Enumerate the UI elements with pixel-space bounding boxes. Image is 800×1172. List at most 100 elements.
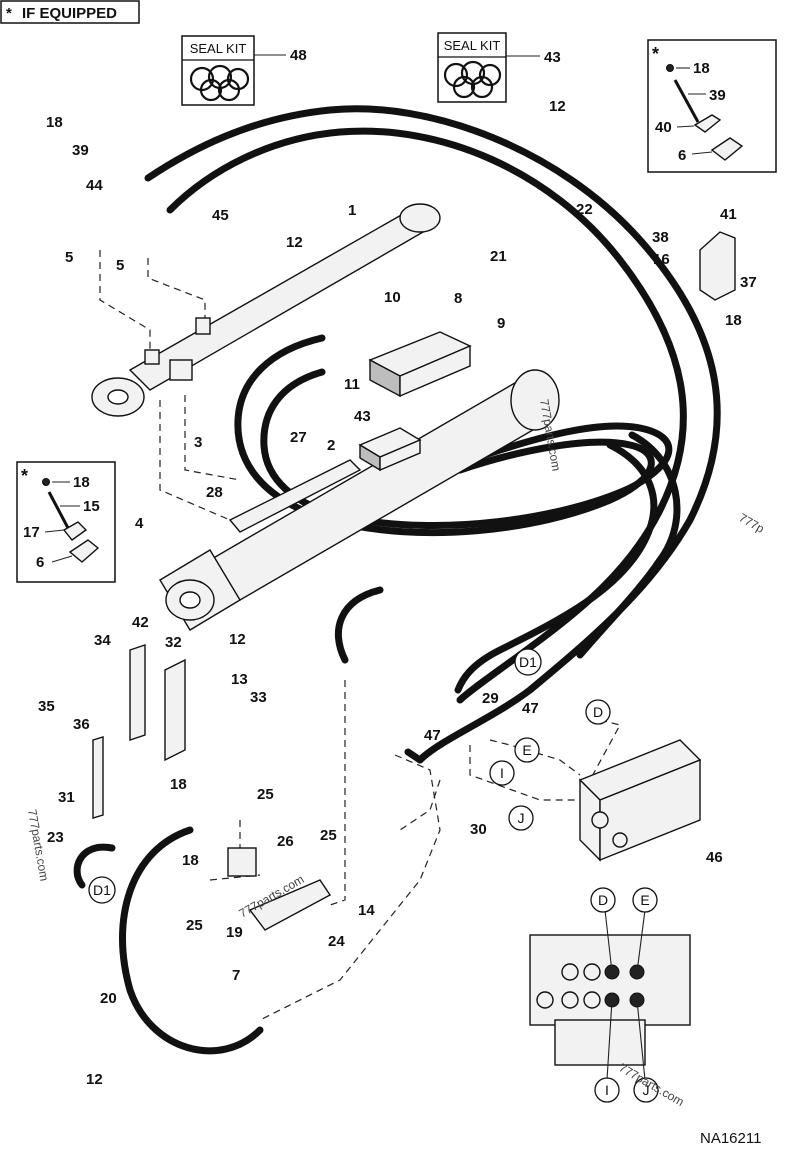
marker-i-top: I <box>500 765 504 781</box>
marker-d-top: D <box>593 704 603 720</box>
header-text: IF EQUIPPED <box>22 5 117 22</box>
block-2 <box>358 427 422 472</box>
inset-right-6: 6 <box>678 147 686 164</box>
inset-right-39: 39 <box>709 87 726 104</box>
callout-19: 19 <box>226 924 243 941</box>
hoses-21-22 <box>144 105 721 764</box>
callout-10: 10 <box>384 289 401 306</box>
callout-11: 11 <box>344 376 360 393</box>
callout-31: 31 <box>58 789 75 806</box>
marker-j-detail: J <box>643 1082 650 1098</box>
callout-27: 27 <box>290 429 307 446</box>
callout-43: 43 <box>354 408 371 425</box>
callout-2: 2 <box>327 437 335 454</box>
seal-kit-48-label: SEAL KIT <box>190 41 247 56</box>
dashed-guides <box>99 250 621 1021</box>
callout-18: 18 <box>46 114 63 131</box>
callout-25c: 25 <box>186 917 203 934</box>
callout-33: 33 <box>250 689 267 706</box>
marker-e-detail: E <box>640 892 649 908</box>
callout-25b: 25 <box>320 827 337 844</box>
marker-d-detail: D <box>598 892 608 908</box>
callout-12d: 12 <box>86 1071 103 1088</box>
inset-left-17: 17 <box>23 524 40 541</box>
marker-d1-bottom: D1 <box>93 882 111 898</box>
marker-j-top: J <box>518 810 525 826</box>
callout-30: 30 <box>470 821 487 838</box>
callout-47: 47 <box>522 700 539 717</box>
callouts: 18 39 44 5 5 45 12 1 22 21 12 10 8 9 11 … <box>38 98 757 1088</box>
callout-48: 48 <box>290 47 307 64</box>
callout-29: 29 <box>482 690 499 707</box>
callout-20: 20 <box>100 990 117 1007</box>
callout-43-sealkit: 43 <box>544 49 561 66</box>
callout-12b: 12 <box>549 98 566 115</box>
watermark-4: 777parts.com <box>617 1060 687 1108</box>
callout-13: 13 <box>231 671 248 688</box>
callout-44: 44 <box>86 177 103 194</box>
inset-left-18: 18 <box>73 474 90 491</box>
inset-right: * 18 39 40 6 <box>647 39 777 173</box>
header-star: * <box>6 5 12 22</box>
hoses-20-23 <box>73 826 264 1055</box>
hoses-27-28 <box>234 334 681 694</box>
callout-5b: 5 <box>116 257 124 274</box>
callout-36: 36 <box>73 716 90 733</box>
inset-left-star: * <box>21 466 28 486</box>
callout-26: 26 <box>277 833 294 850</box>
seal-kit-43-label: SEAL KIT <box>444 38 501 53</box>
callout-14: 14 <box>358 902 375 919</box>
callout-28: 28 <box>206 484 223 501</box>
marker-d1-top: D1 <box>519 654 537 670</box>
valve-block-9 <box>368 331 472 398</box>
inset-right-40: 40 <box>655 119 672 136</box>
callout-9: 9 <box>497 315 505 332</box>
cylinder-2 <box>159 369 560 631</box>
marker-e-top: E <box>522 742 531 758</box>
callout-41: 41 <box>720 206 737 223</box>
callout-16: 16 <box>653 251 670 268</box>
callout-24: 24 <box>328 933 345 950</box>
inset-right-star: * <box>652 44 659 64</box>
callout-23: 23 <box>47 829 64 846</box>
callout-18-right: 18 <box>725 312 742 329</box>
bracket-37 <box>699 231 736 301</box>
callout-18c: 18 <box>170 776 187 793</box>
callout-35: 35 <box>38 698 55 715</box>
o-ring-set-icon <box>189 64 250 102</box>
cylinder-1 <box>91 203 441 417</box>
bracket-19 <box>227 847 332 931</box>
marker-i-detail: I <box>605 1082 609 1098</box>
callout-47b: 47 <box>424 727 441 744</box>
callout-34: 34 <box>94 632 111 649</box>
callout-45: 45 <box>212 207 229 224</box>
callout-4: 4 <box>135 515 144 532</box>
callout-1: 1 <box>348 202 356 219</box>
callout-3: 3 <box>194 434 202 451</box>
watermark-5: 777p <box>737 510 767 536</box>
callout-32: 32 <box>165 634 182 651</box>
callout-18d: 18 <box>182 852 199 869</box>
callout-7: 7 <box>232 967 240 984</box>
control-valve-46 <box>578 739 702 862</box>
callout-46: 46 <box>706 849 723 866</box>
brackets-31-32-42 <box>92 644 186 819</box>
seal-kit-43: SEAL KIT 43 <box>437 32 561 103</box>
callout-12: 12 <box>286 234 303 251</box>
callout-5: 5 <box>65 249 73 266</box>
inset-left: * 18 15 17 6 <box>16 461 116 583</box>
inset-left-15: 15 <box>83 498 100 515</box>
figure-id: NA16211 <box>700 1130 761 1147</box>
callout-12c: 12 <box>229 631 246 648</box>
callout-22: 22 <box>576 201 593 218</box>
valve-detail-view <box>529 909 691 1081</box>
seal-kit-48: SEAL KIT 48 <box>181 35 307 106</box>
callout-25: 25 <box>257 786 274 803</box>
o-ring-set-icon <box>443 60 502 99</box>
inset-right-18: 18 <box>693 60 710 77</box>
inset-left-6: 6 <box>36 554 44 571</box>
callout-39: 39 <box>72 142 89 159</box>
callout-38: 38 <box>652 229 669 246</box>
callout-42: 42 <box>132 614 149 631</box>
